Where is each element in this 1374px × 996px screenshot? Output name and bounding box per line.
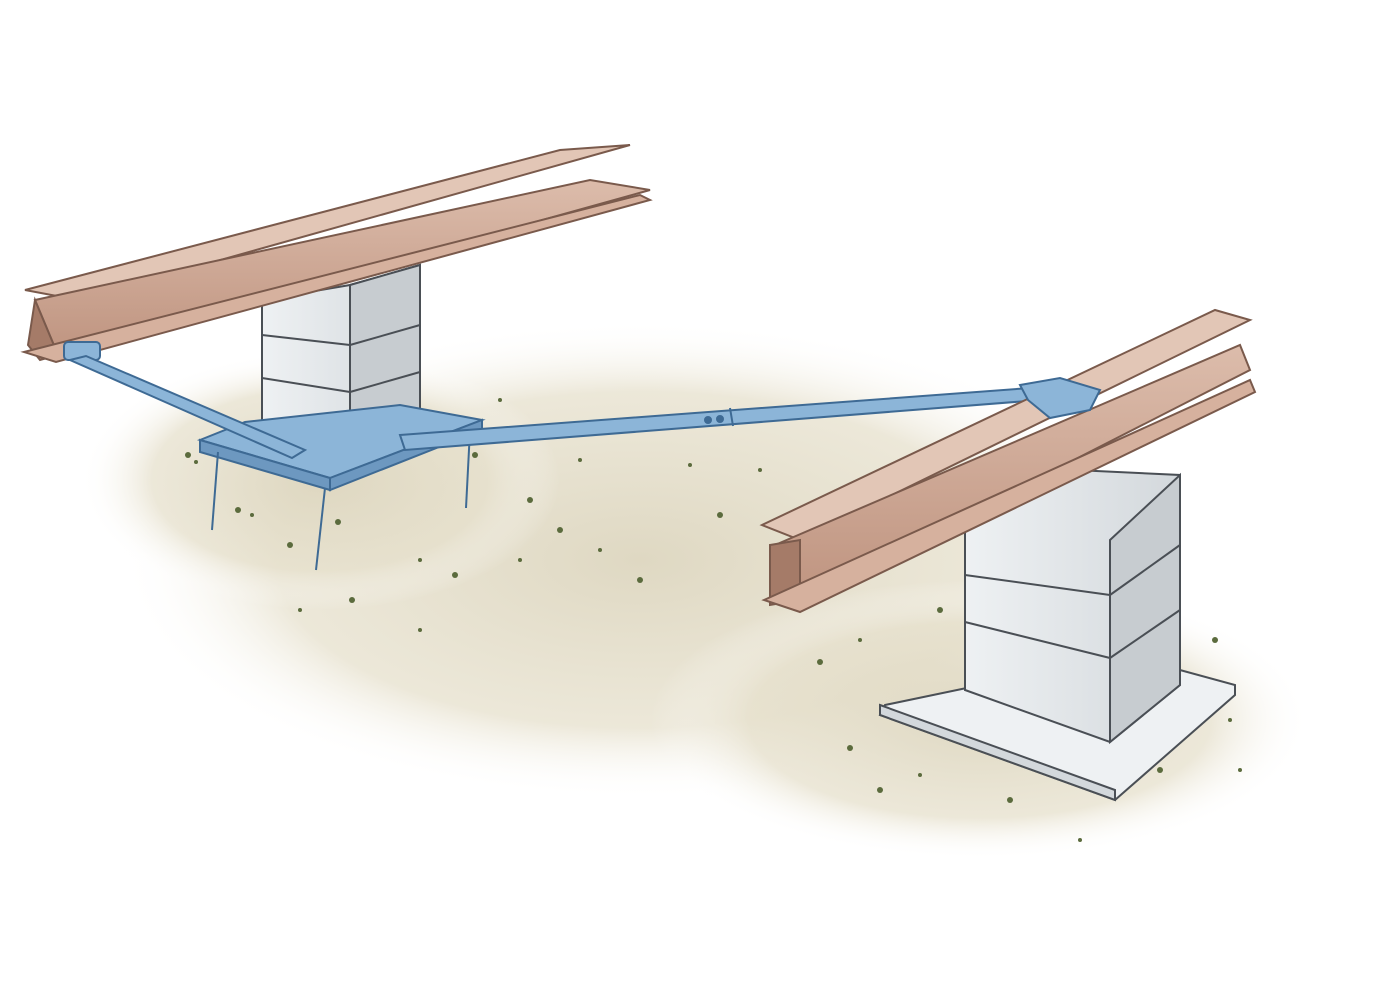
right-beam-clamp bbox=[1018, 376, 1102, 420]
right-concrete-pier bbox=[964, 468, 1181, 745]
grass-tufts bbox=[185, 398, 1242, 842]
longitudinal-strut bbox=[66, 354, 308, 460]
left-i-beam bbox=[20, 144, 653, 364]
